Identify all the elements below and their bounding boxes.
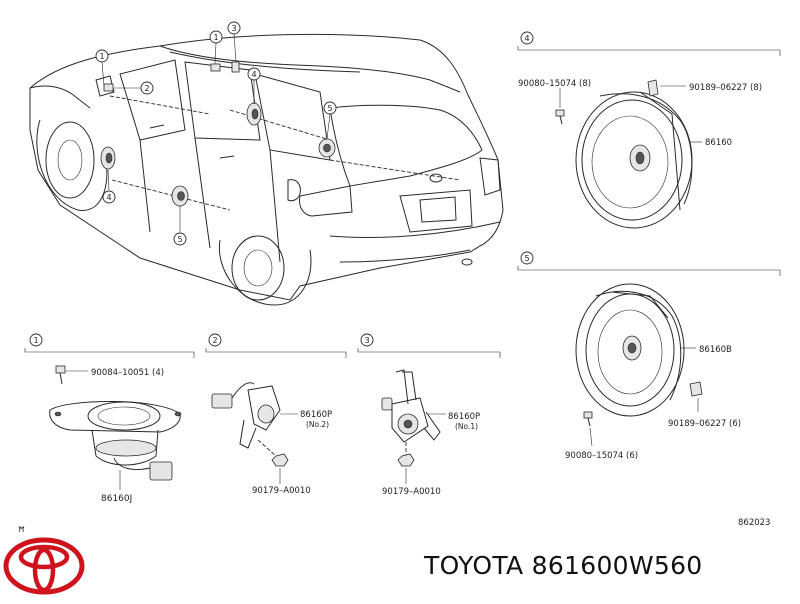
car-callout-2-label: 2 [144, 84, 149, 93]
screw-90080-15074 [555, 109, 565, 125]
car-leaders [101, 33, 331, 232]
car-speaker-rear-quarter [318, 138, 336, 158]
section-3-index: 3 [364, 336, 369, 345]
car-speaker-rear-pillar [246, 102, 262, 126]
car-callout-2: 2 [140, 81, 154, 95]
section-4-speaker-label: 86160 [705, 138, 732, 148]
section-4-screw-label: 90080–15074 (8) [518, 79, 591, 89]
speaker-86160j [49, 401, 182, 481]
section-1-bolt-label: 90084–10051 (4) [91, 368, 164, 378]
car-callout-1: 1 [95, 49, 109, 63]
toyota-logo-icon [3, 537, 85, 595]
clip-90189-06227-b [689, 381, 703, 397]
car-callout-1-label: 1 [99, 52, 104, 61]
car-callout-5a: 5 [323, 101, 337, 115]
car-callout-4a: 4 [247, 67, 261, 81]
small-mark: Ħ [18, 525, 25, 534]
section-2-tweeter-label: 86160P [300, 410, 332, 420]
section-5-speaker-label: 86160B [699, 345, 732, 355]
car-tweeter-mirror [103, 83, 114, 92]
car-callout-4a-label: 4 [251, 70, 256, 79]
section-2-tweeter-note: (No.2) [306, 420, 329, 429]
section-5-index: 5 [524, 254, 529, 263]
brand-part-number: TOYOTA 861600W560 [424, 551, 703, 580]
tweeter-86160p-no1 [381, 369, 441, 443]
section-1: 1 90084–10051 (4) 86160J [24, 333, 195, 504]
car-callout-4b-label: 4 [106, 193, 111, 202]
car-tweeter-pillar [210, 61, 240, 73]
section-2-nut-label: 90179–A0010 [252, 486, 311, 496]
car-callout-5a-label: 5 [327, 104, 332, 113]
speaker-86160 [575, 91, 693, 229]
section-5-screw-label: 90080–15074 (6) [565, 451, 638, 461]
clip-90189-06227 [647, 79, 659, 97]
section-2: 2 86160P (No.2) 90179–A0010 [205, 333, 347, 496]
section-4: 4 90080–15074 (8) 90189–06227 (8) 86160 [517, 31, 781, 229]
car-callout-1b-label: 1 [213, 33, 218, 42]
car-callout-3: 3 [227, 21, 241, 35]
bolt-90084-10051 [55, 365, 66, 385]
car-callout-4b: 4 [102, 190, 116, 204]
section-4-index: 4 [524, 34, 529, 43]
vehicle-outline [29, 33, 504, 306]
tweeter-86160p-no2 [211, 382, 281, 449]
car-callout-5b-label: 5 [177, 235, 182, 244]
section-3: 3 86160P (No.1) 90179–A0010 [357, 333, 501, 497]
car-callout-1b: 1 [209, 30, 223, 44]
speaker-86160b [575, 283, 685, 417]
car-callout-5b: 5 [173, 232, 187, 246]
section-3-tweeter-note: (No.1) [455, 422, 478, 431]
section-5-clip-label: 90189–06227 (6) [668, 419, 741, 429]
nut-90179-a0010-a [271, 453, 289, 467]
section-4-clip-label: 90189–06227 (8) [689, 83, 762, 93]
car-speaker-rear-door [171, 185, 189, 207]
section-5: 5 86160B 90189–06227 (6) 90080–15074 (6) [517, 251, 781, 461]
section-1-index: 1 [33, 336, 38, 345]
nut-90179-a0010-b [397, 453, 415, 467]
section-3-tweeter-label: 86160P [448, 412, 480, 422]
car-speaker-front-door [100, 146, 116, 170]
section-1-speaker-label: 86160J [101, 494, 132, 504]
car-callout-3-label: 3 [231, 24, 236, 33]
section-2-index: 2 [212, 336, 217, 345]
section-3-nut-label: 90179–A0010 [382, 487, 441, 497]
diagram-code: 862023 [738, 518, 770, 528]
screw-90080-15074-b [583, 411, 593, 427]
